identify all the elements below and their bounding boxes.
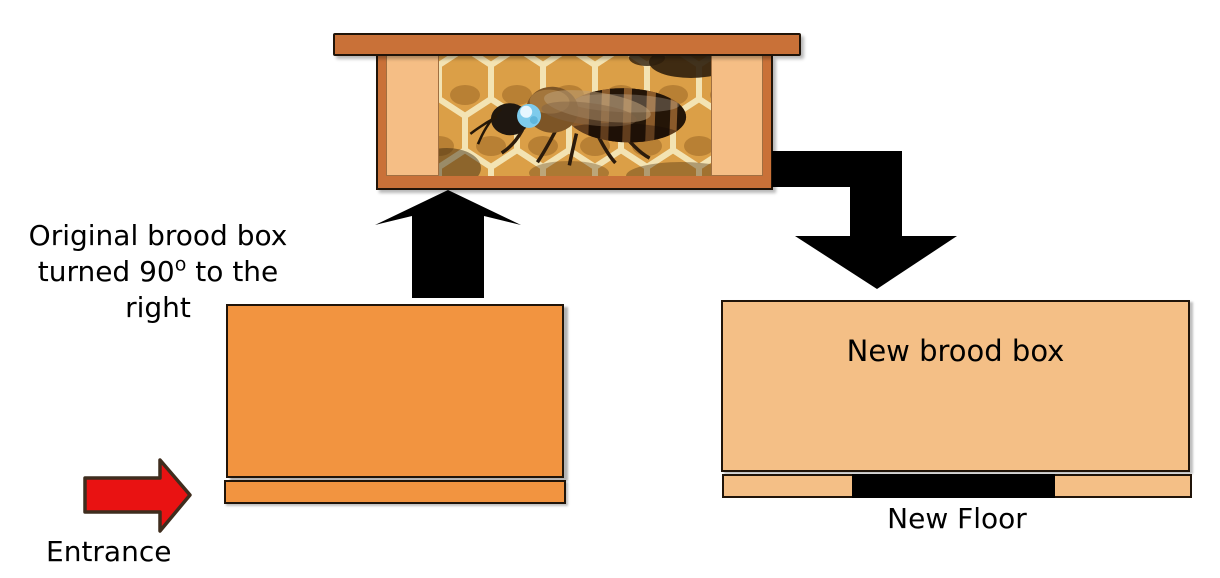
photo-dark-corners — [438, 56, 711, 176]
new-brood-box-label: New brood box — [846, 334, 1065, 368]
queen-bee — [469, 86, 687, 166]
bee-queen-mark — [516, 103, 541, 128]
new-floor-strip — [722, 474, 1192, 498]
queen-bee-photo — [438, 56, 711, 176]
bee-antennae — [469, 108, 502, 145]
original-label-line3: right — [125, 291, 191, 324]
up-arrow-icon — [375, 190, 521, 298]
bent-arrow-icon — [772, 151, 957, 289]
degree-superscript: o — [174, 253, 187, 276]
entrance-label: Entrance — [46, 535, 172, 568]
bee-wing-lower — [540, 101, 637, 127]
frame-side-panel-left — [386, 56, 439, 176]
new-floor-opening — [852, 474, 1055, 498]
hive-frame — [376, 56, 773, 190]
original-brood-box-label: Original brood box turned 90o to the rig… — [8, 218, 308, 326]
entrance-arrow-icon — [83, 458, 192, 533]
original-label-line1: Original brood box — [28, 219, 288, 252]
new-floor-label: New Floor — [887, 502, 1027, 535]
original-label-line2: turned 90o to the — [37, 253, 279, 288]
original-floor-strip — [224, 480, 566, 504]
original-brood-box — [226, 304, 564, 478]
frame-side-panel-right — [710, 56, 763, 176]
new-brood-box: New brood box — [721, 300, 1190, 472]
hive-frame-top-bar — [333, 33, 801, 56]
